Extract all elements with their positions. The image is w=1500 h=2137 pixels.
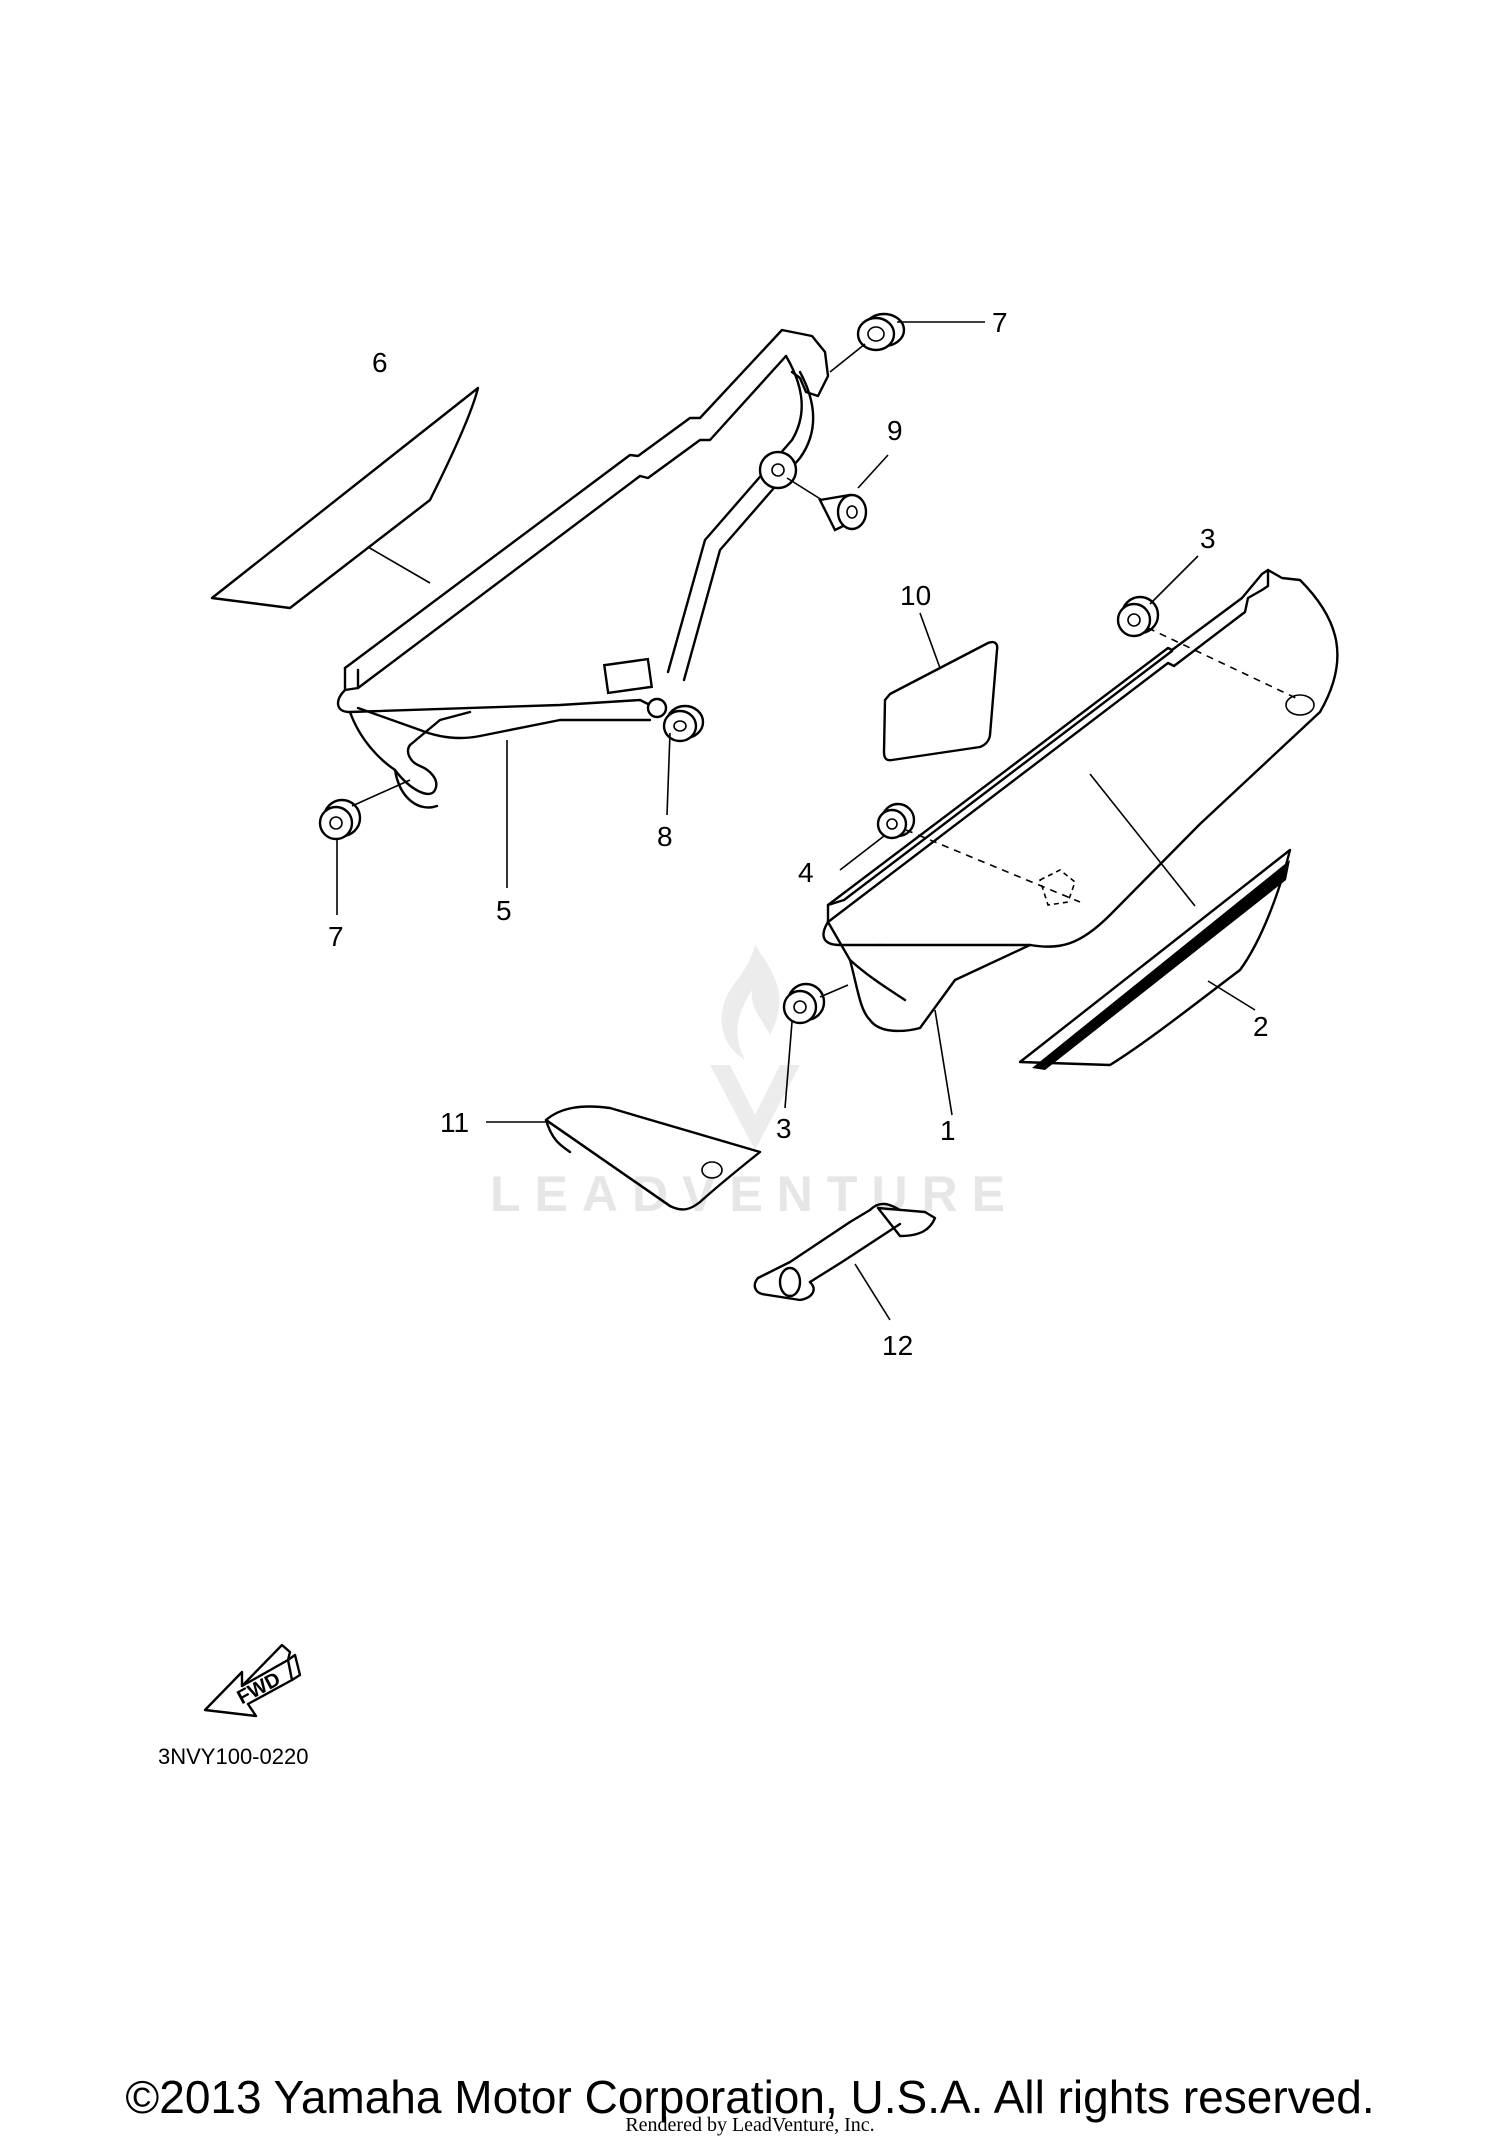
callout-2: 2 bbox=[1253, 1011, 1269, 1042]
callout-3-upper: 3 bbox=[1200, 523, 1216, 554]
callout-11: 11 bbox=[440, 1107, 469, 1138]
part-6-decal bbox=[210, 386, 480, 610]
part-8-grommet bbox=[662, 704, 705, 816]
diagram-code: 3NVY100-0220 bbox=[158, 1744, 309, 1769]
callout-5: 5 bbox=[496, 895, 512, 926]
part-3-grommet-lower bbox=[782, 982, 849, 1109]
callout-9: 9 bbox=[887, 415, 903, 446]
fwd-arrow-icon: FWD bbox=[203, 1643, 302, 1718]
callout-6: 6 bbox=[372, 347, 388, 378]
callout-8: 8 bbox=[657, 821, 673, 852]
part-7-grommet-left bbox=[318, 779, 411, 915]
callout-3-lower: 3 bbox=[776, 1113, 792, 1144]
leadventure-logo-watermark bbox=[710, 945, 800, 1150]
callout-7-left: 7 bbox=[328, 921, 344, 952]
part-5-bracket bbox=[336, 328, 830, 888]
part-4-grommet bbox=[839, 802, 1081, 903]
copyright-text: ©2013 Yamaha Motor Corporation, U.S.A. A… bbox=[125, 2071, 1375, 2123]
callout-12: 12 bbox=[882, 1330, 913, 1361]
part-10-label bbox=[882, 612, 999, 762]
callout-1: 1 bbox=[940, 1115, 956, 1146]
callout-10: 10 bbox=[900, 580, 931, 611]
part-2-emblem bbox=[1018, 848, 1292, 1070]
part-12-strap bbox=[753, 1202, 937, 1321]
part-1-side-cover bbox=[822, 568, 1339, 1116]
part-3-grommet-upper bbox=[1116, 555, 1301, 701]
rendered-by-text: Rendered by LeadVenture, Inc. bbox=[625, 2114, 875, 2136]
part-7-grommet-top bbox=[829, 312, 985, 373]
callout-4: 4 bbox=[798, 857, 814, 888]
part-9-grommet bbox=[758, 450, 889, 532]
part-11-cap bbox=[486, 1105, 762, 1211]
callout-7-top: 7 bbox=[992, 307, 1008, 338]
